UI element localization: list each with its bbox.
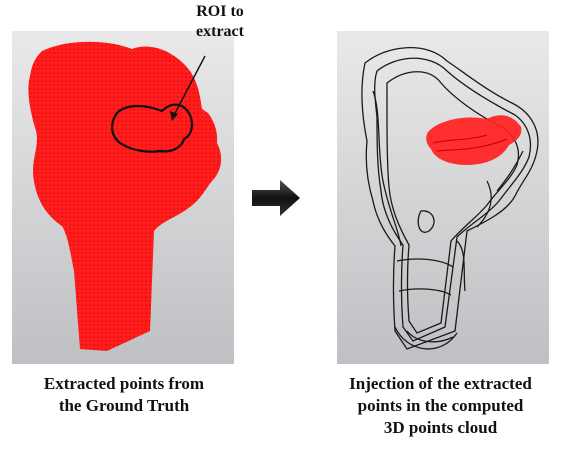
right-arrow-icon [250, 178, 302, 218]
computed-cloud-image [337, 31, 549, 364]
wireframe-point-cloud [362, 48, 538, 349]
ground-truth-panel [12, 31, 234, 364]
ground-truth-bone-image [12, 31, 234, 364]
roi-label: ROI to extract [180, 2, 260, 42]
red-point-cloud [28, 42, 221, 351]
injected-red-points [426, 115, 521, 165]
ground-truth-caption: Extracted points from the Ground Truth [10, 373, 238, 417]
computed-cloud-panel [337, 31, 549, 364]
computed-cloud-caption: Injection of the extracted points in the… [318, 373, 563, 439]
